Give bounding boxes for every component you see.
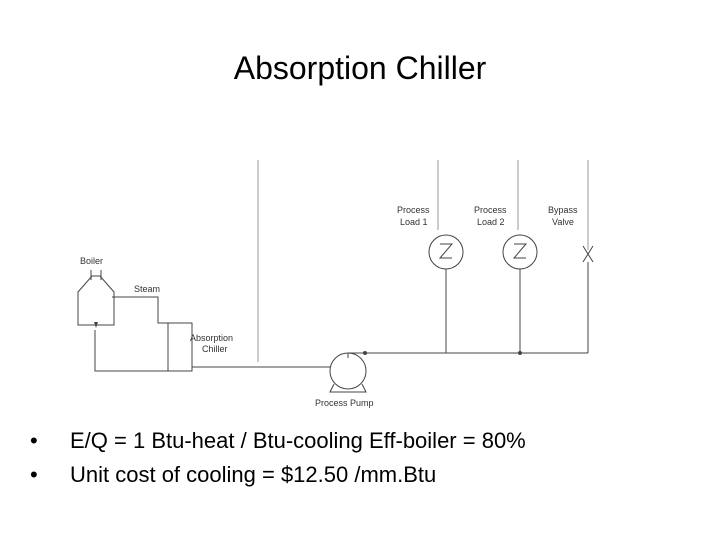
steam-arrow <box>94 322 98 328</box>
label-process-load-2-a: Process <box>474 205 507 215</box>
bullet-list: • E/Q = 1 Btu-heat / Btu-cooling Eff-boi… <box>30 424 710 492</box>
bullet-text-2: Unit cost of cooling = $12.50 /mm.Btu <box>70 462 437 487</box>
steam-line <box>112 296 180 324</box>
flow-dot-1 <box>363 351 367 355</box>
absorption-chiller-box <box>167 322 193 372</box>
label-process-load-1-b: Load 1 <box>400 217 428 227</box>
process-pump-base <box>329 383 367 393</box>
boiler-shape <box>77 275 115 326</box>
process-pump-circle <box>329 352 367 390</box>
process-load-1-coil <box>438 243 454 259</box>
bullet-marker: • <box>30 462 38 487</box>
label-process-pump: Process Pump <box>315 398 374 408</box>
label-steam: Steam <box>134 284 160 294</box>
bullet-item-1: • E/Q = 1 Btu-heat / Btu-cooling Eff-boi… <box>30 424 710 458</box>
bullet-item-2: • Unit cost of cooling = $12.50 /mm.Btu <box>30 458 710 492</box>
slide-title: Absorption Chiller <box>233 50 487 86</box>
process-load-2-coil <box>512 243 528 259</box>
label-bypass-valve-b: Valve <box>552 217 574 227</box>
label-process-load-1-a: Process <box>397 205 430 215</box>
bypass-valve-symbol <box>582 245 594 263</box>
process-load-2-circle <box>502 234 538 270</box>
condensate-return-line <box>94 330 168 372</box>
process-load-1-circle <box>428 234 464 270</box>
label-bypass-valve-a: Bypass <box>548 205 578 215</box>
label-absorption-chiller-1: Absorption <box>190 333 233 343</box>
flow-dot-2 <box>518 351 522 355</box>
bullet-marker: • <box>30 428 38 453</box>
label-process-load-2-b: Load 2 <box>477 217 505 227</box>
label-absorption-chiller-2: Chiller <box>202 344 228 354</box>
bullet-text-1: E/Q = 1 Btu-heat / Btu-cooling Eff-boile… <box>70 428 526 453</box>
label-boiler: Boiler <box>80 256 103 266</box>
